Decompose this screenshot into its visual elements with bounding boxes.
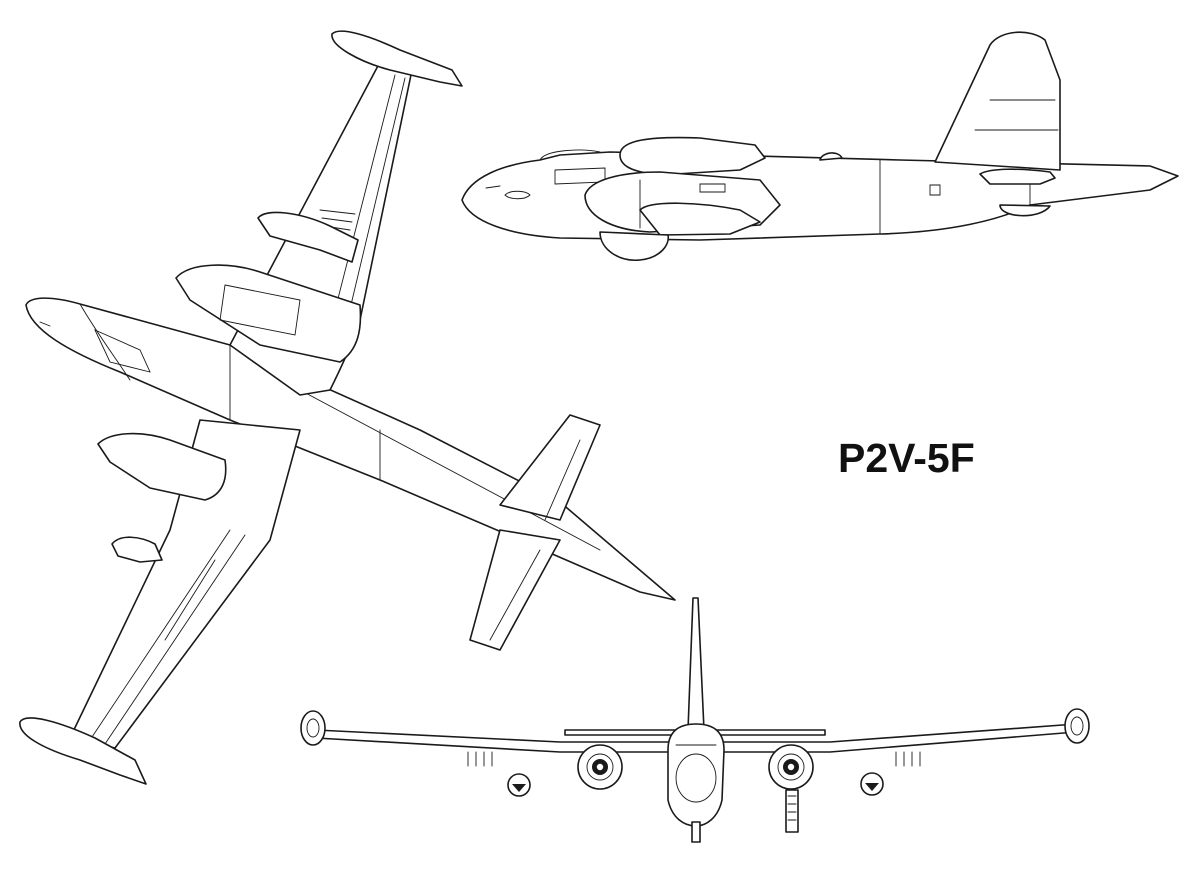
top-view (19, 30, 676, 785)
front-view-main-gear-right (785, 789, 799, 833)
top-view-tip-tank-lower (19, 717, 147, 785)
top-view-wing-lower (69, 419, 301, 749)
side-view-fuselage (461, 151, 1179, 241)
front-view-tip-tank-left (300, 710, 326, 746)
top-view-fuselage (25, 297, 676, 601)
side-view-vertical-fin (934, 31, 1061, 171)
top-view-stabilizer-lower (469, 529, 561, 651)
side-view-turret (819, 152, 843, 161)
top-view-engine-nacelle-upper (175, 264, 362, 363)
side-view (461, 31, 1179, 261)
side-view-tip-tank (979, 168, 1056, 185)
front-view-nose-wheel (691, 821, 701, 843)
top-view-stabilizer-upper (499, 414, 601, 521)
top-view-engine-nacelle-lower (97, 432, 227, 501)
front-view-tip-tank-right (1064, 708, 1090, 744)
side-view-rear-wheel (999, 204, 1051, 217)
side-view-wing-tank (619, 136, 766, 176)
front-view-fuselage (667, 723, 725, 827)
top-view-tip-tank-upper (331, 30, 463, 87)
side-view-main-gear-door (599, 231, 669, 261)
top-view-jet-pod-lower (111, 536, 163, 563)
aircraft-designation-label: P2V-5F (838, 435, 975, 481)
side-view-jet-pod (639, 202, 761, 236)
top-view-jet-pod-upper (257, 211, 359, 263)
front-view (300, 597, 1090, 843)
front-view-vertical-fin (687, 597, 705, 731)
